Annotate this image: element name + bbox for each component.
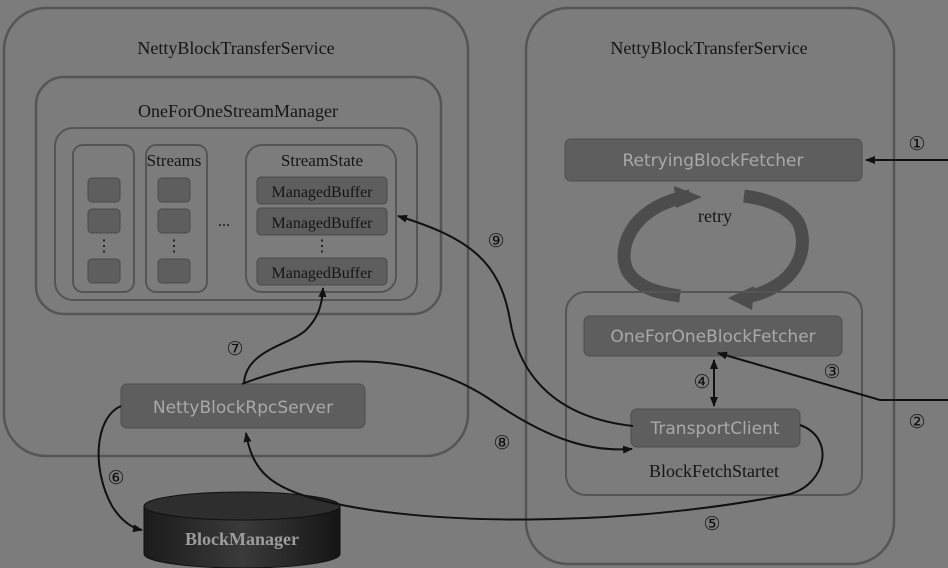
stream-chunk	[87, 208, 121, 234]
step-marker-2: ②	[908, 412, 925, 433]
stream-chunk	[87, 177, 121, 203]
retry-label: retry	[698, 206, 732, 226]
vertical-ellipsis: ⋮	[96, 238, 112, 255]
step-marker-9: ⑨	[487, 231, 504, 252]
managed-buffer	[256, 176, 388, 205]
stream-column-2: ⋮	[145, 144, 208, 293]
rpc-server: NettyBlockRpcServer	[120, 383, 366, 429]
retrying-block-fetcher-label: RetryingBlockFetcher	[622, 151, 803, 171]
step-marker-4: ④	[693, 372, 710, 393]
step-marker-8: ⑧	[493, 433, 510, 454]
one-for-one-block-fetcher-label: OneForOneBlockFetcher	[610, 327, 815, 347]
stream-chunk	[157, 177, 191, 203]
stream-chunk	[157, 208, 191, 234]
step-marker-5: ⑤	[703, 514, 720, 535]
stream-chunk	[87, 258, 121, 284]
block-fetch-label: BlockFetchStartet	[649, 461, 779, 481]
arrow-step-3	[717, 351, 948, 401]
block-manager-label: BlockManager	[185, 529, 299, 549]
left-transfer-service: NettyBlockTransferService OneForOneStrea…	[2, 6, 470, 458]
transport-client: TransportClient	[630, 408, 801, 448]
step-markers: ① ② ③ ④ ⑤ ⑥ ⑦ ⑧ ⑨	[107, 134, 925, 535]
stream-column-1: ⋮	[72, 144, 135, 293]
fetcher-group: OneForOneBlockFetcher TransportClient Bl…	[565, 291, 863, 496]
vertical-ellipsis: ⋮	[314, 238, 330, 255]
arrow-step-9	[397, 214, 634, 427]
managed-buffer	[256, 257, 388, 286]
horizontal-ellipsis: ...	[218, 213, 230, 230]
stream-manager-title: OneForOneStreamManager	[138, 101, 338, 121]
stream-state: StreamState ManagedBuffer ManagedBuffer …	[245, 144, 397, 293]
managed-buffer-label: ManagedBuffer	[272, 215, 374, 232]
arrow-step-8	[241, 360, 633, 454]
rpc-server-label: NettyBlockRpcServer	[153, 398, 333, 418]
stream-chunk	[157, 258, 191, 284]
arrow-step-7	[243, 287, 327, 384]
flow-arrows	[97, 156, 948, 533]
vertical-ellipsis: ⋮	[166, 238, 182, 255]
arrow-step-5	[243, 424, 824, 521]
step-marker-1: ①	[908, 134, 925, 155]
left-service-title: NettyBlockTransferService	[137, 38, 334, 58]
stream-state-title: StreamState	[281, 151, 363, 170]
stream-manager: OneForOneStreamManager ⋮ Streams ⋮ ...	[34, 75, 443, 316]
managed-buffer	[256, 207, 388, 236]
step-marker-6: ⑥	[107, 468, 124, 489]
arrow-step-6	[97, 405, 143, 533]
right-transfer-service: NettyBlockTransferService RetryingBlockF…	[524, 6, 896, 566]
streams-label: Streams	[147, 151, 202, 170]
one-for-one-block-fetcher: OneForOneBlockFetcher	[583, 315, 843, 357]
managed-buffer-label: ManagedBuffer	[272, 184, 374, 201]
managed-buffer-label: ManagedBuffer	[272, 265, 374, 282]
step-marker-7: ⑦	[226, 339, 243, 360]
block-manager-cylinder: BlockManager	[143, 491, 341, 568]
right-service-title: NettyBlockTransferService	[610, 38, 807, 58]
transport-client-label: TransportClient	[650, 419, 780, 439]
step-marker-3: ③	[823, 362, 840, 383]
retrying-block-fetcher: RetryingBlockFetcher	[564, 138, 863, 182]
